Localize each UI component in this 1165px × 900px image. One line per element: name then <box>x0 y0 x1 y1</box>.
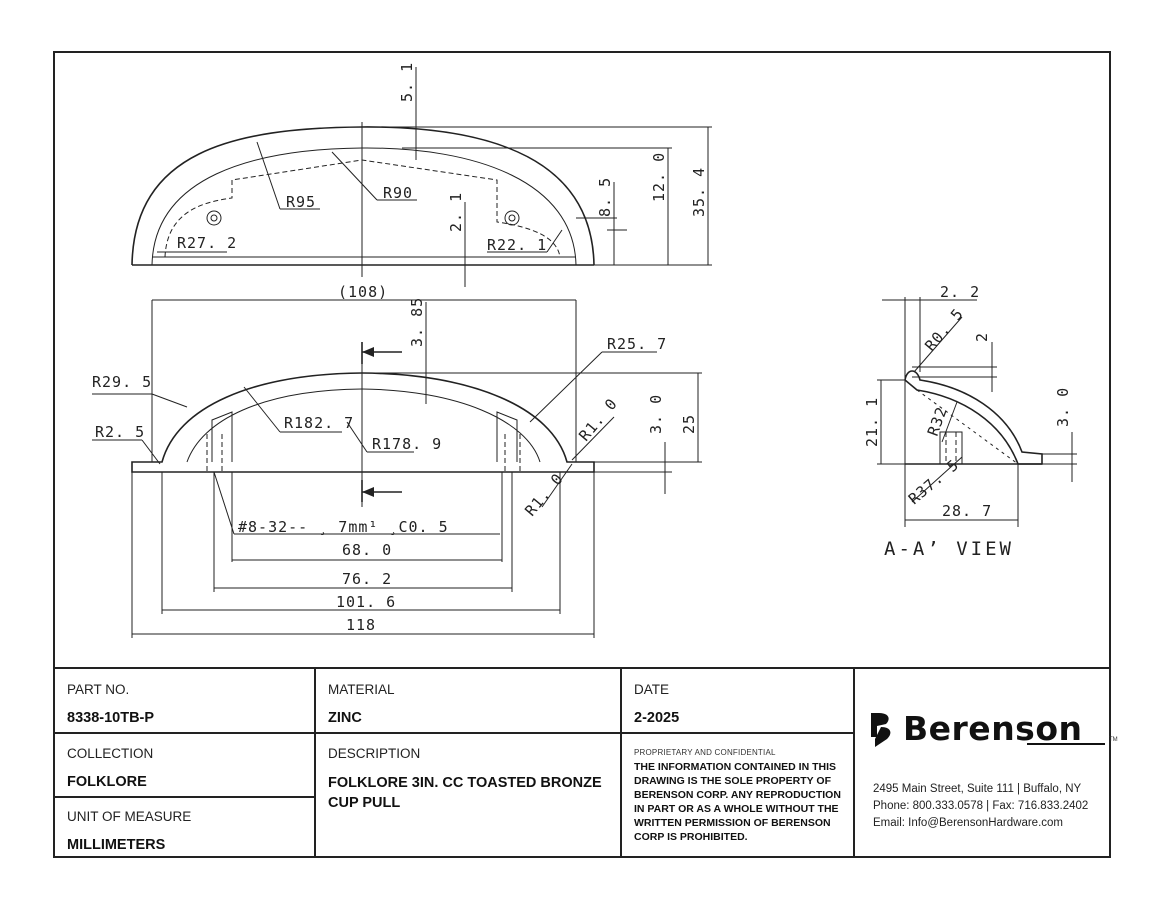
date-value: 2-2025 <box>634 710 680 726</box>
dim-76-2: 76. 2 <box>342 570 392 588</box>
date-cell: DATE 2-2025 <box>622 669 853 732</box>
section-radius-r32: R32 <box>924 404 951 438</box>
radius-r2-5: R2. 5 <box>95 423 145 441</box>
trademark: TM <box>1109 737 1118 743</box>
drawing-sheet: 5. 1 12. 0 35. 4 8. 5 2. 1 R95 R90 R27. … <box>53 51 1118 858</box>
technical-drawing: 5. 1 12. 0 35. 4 8. 5 2. 1 R95 R90 R27. … <box>92 62 1077 638</box>
logo-mark-icon <box>871 713 891 747</box>
collection-cell: COLLECTION FOLKLORE <box>55 733 314 796</box>
unit-label: UNIT OF MEASURE <box>67 809 192 824</box>
dim-3-85: 3. 85 <box>408 297 426 347</box>
company-cell: Berenson TM 2495 Main Street, Suite 111 … <box>855 669 1118 858</box>
description-label: DESCRIPTION <box>328 746 421 761</box>
radius-r1-0-top: R1. 0 <box>575 395 621 445</box>
date-label: DATE <box>634 682 670 697</box>
radius-r182-7: R182. 7 <box>284 414 354 432</box>
collection-value: FOLKLORE <box>67 774 147 790</box>
front-view: (108) 3. 85 R25. 7 R29. 5 R182. 7 R178. … <box>92 283 702 638</box>
dim-3-0: 3. 0 <box>647 394 665 434</box>
description-cell: DESCRIPTION FOLKLORE 3IN. CC TOASTED BRO… <box>316 733 620 858</box>
unit-value: MILLIMETERS <box>67 837 166 853</box>
radius-r178-9: R178. 9 <box>372 435 442 453</box>
title-block: PART NO. 8338-10TB-P COLLECTION FOLKLORE… <box>55 667 1118 858</box>
radius-r90: R90 <box>383 184 413 202</box>
dim-25: 25 <box>680 414 698 434</box>
collection-label: COLLECTION <box>67 746 154 761</box>
proprietary-label: PROPRIETARY AND CONFIDENTIAL <box>634 748 776 757</box>
section-dim-2-2: 2. 2 <box>940 283 980 301</box>
dim-2-1: 2. 1 <box>447 192 465 232</box>
company-email: Email: Info@BerensonHardware.com <box>873 817 1064 829</box>
section-dim-21-1: 21. 1 <box>863 397 881 447</box>
top-view: 5. 1 12. 0 35. 4 8. 5 2. 1 R95 R90 R27. … <box>131 62 712 287</box>
radius-r95: R95 <box>286 193 316 211</box>
dim-101-6: 101. 6 <box>336 593 396 611</box>
dim-12-0: 12. 0 <box>650 152 668 202</box>
radius-r22-1: R22. 1 <box>487 236 547 254</box>
material-label: MATERIAL <box>328 682 395 697</box>
company-phone: Phone: 800.333.0578 | Fax: 716.833.2402 <box>873 800 1089 812</box>
dim-5-1: 5. 1 <box>398 62 416 102</box>
dim-118: 118 <box>346 616 376 634</box>
berenson-logo: Berenson TM <box>867 707 1118 751</box>
part-no-value: 8338-10TB-P <box>67 710 155 726</box>
legal-notice: THE INFORMATION CONTAINED IN THIS DRAWIN… <box>634 761 841 843</box>
company-address: 2495 Main Street, Suite 111 | Buffalo, N… <box>873 783 1082 795</box>
dim-68-0: 68. 0 <box>342 541 392 559</box>
legal-cell: PROPRIETARY AND CONFIDENTIAL THE INFORMA… <box>622 733 853 858</box>
dim-8-5: 8. 5 <box>596 177 614 217</box>
section-view-title: A-A’ VIEW <box>884 538 1014 560</box>
section-dim-3-0: 3. 0 <box>1054 387 1072 427</box>
section-radius-r0-5: R0. 5 <box>921 305 967 355</box>
part-no-cell: PART NO. 8338-10TB-P <box>55 669 314 732</box>
radius-r27-2: R27. 2 <box>177 234 237 252</box>
part-no-label: PART NO. <box>67 682 130 697</box>
section-view: 2. 2 R0. 5 2 21. 1 R32 3. 0 R37. 5 28. 7… <box>863 283 1077 560</box>
radius-r25-7: R25. 7 <box>607 335 667 353</box>
unit-cell: UNIT OF MEASURE MILLIMETERS <box>55 797 314 858</box>
section-dim-28-7: 28. 7 <box>942 502 992 520</box>
dim-108: (108) <box>338 283 388 301</box>
radius-r29-5: R29. 5 <box>92 373 152 391</box>
material-cell: MATERIAL ZINC <box>316 669 620 732</box>
section-dim-2: 2 <box>973 332 991 342</box>
brand-name: Berenson <box>903 709 1083 748</box>
description-value: FOLKLORE 3IN. CC TOASTED BRONZE CUP PULL <box>328 775 602 811</box>
dim-35-4: 35. 4 <box>690 167 708 217</box>
thread-callout: #8-32-- ¸ 7mm¹ ¸C0. 5 <box>238 518 449 536</box>
material-value: ZINC <box>328 710 362 726</box>
